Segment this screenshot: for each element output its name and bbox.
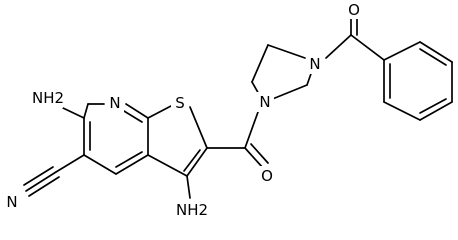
atom-nitrile-n: N — [6, 193, 17, 211]
bond-c4-c5 — [83, 154, 117, 175]
bond-n7-c7a — [125, 103, 149, 119]
bond-cbenzoyl-ph — [350, 34, 385, 61]
bond-s1-c2 — [189, 106, 208, 149]
atom-amide-o: O — [261, 167, 273, 185]
bond-ph-5 — [383, 101, 421, 121]
bond-c3a-c4-inner — [115, 151, 143, 168]
bond-ph-2 — [419, 41, 453, 63]
structure-canvas: NH2 N S N NH2 O N N O — [3, 1, 453, 220]
bond-ph-inner-2 — [419, 98, 447, 114]
atom-labels: NH2 N S N NH2 O N N O — [3, 1, 363, 220]
bond-n1-c2r — [269, 84, 308, 101]
bond-c2-c3-inner — [183, 149, 201, 172]
bond-cn-triple-1 — [25, 171, 57, 192]
bond-camide-o — [244, 147, 264, 169]
bond-c7a-s1 — [147, 105, 172, 119]
bond-c3-nh2 — [186, 175, 191, 199]
atom-nh2-bottom: NH2 — [176, 201, 208, 219]
bonds — [23, 17, 453, 199]
bond-c6-n7-inner — [83, 103, 89, 119]
bond-c5-cn — [55, 154, 85, 173]
bond-n3-cbenzoyl — [325, 34, 352, 59]
bond-c4r-c5r — [251, 44, 269, 83]
bond-ph-4 — [419, 101, 453, 121]
bond-cn-triple-3 — [28, 176, 60, 197]
bond-camide-o-2 — [250, 143, 269, 164]
molecule-diagram: NH2 N S N NH2 O N N O — [3, 1, 453, 220]
atom-thiophene-s: S — [175, 94, 185, 112]
bond-cn-triple-2 — [23, 166, 54, 186]
atom-ring-n1: N — [259, 93, 270, 111]
bond-n3-c4r — [267, 44, 306, 59]
bond-c3a-c4 — [115, 154, 149, 175]
atom-pyridine-n: N — [109, 94, 120, 112]
atom-benzoyl-o: O — [348, 1, 360, 19]
bond-ph-1 — [383, 41, 421, 61]
bond-camide-n1 — [244, 111, 259, 149]
bond-ph-inner-1 — [419, 48, 447, 66]
bond-c2-c3 — [186, 147, 208, 177]
bond-c6-nh2 — [62, 107, 85, 119]
atom-nh2-top: NH2 — [32, 89, 64, 107]
bond-c3-c3a — [147, 154, 188, 177]
bond-n7-c7a-inner — [123, 110, 143, 123]
atom-ring-n3: N — [309, 55, 320, 73]
